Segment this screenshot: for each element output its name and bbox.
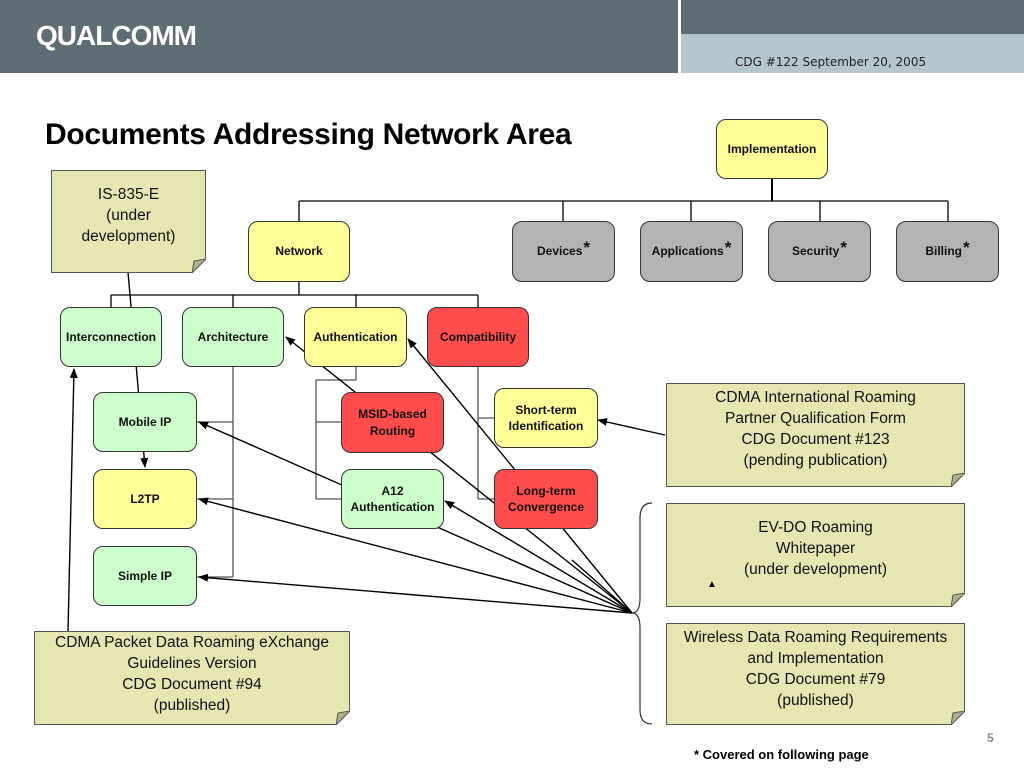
page-fold-icon — [951, 593, 965, 607]
node-simple-ip[interactable]: Simple IP — [93, 546, 197, 606]
node-network[interactable]: Network — [248, 221, 350, 282]
node-long-term-convergence[interactable]: Long-term Convergence — [494, 469, 598, 529]
page-fold-icon — [336, 711, 350, 725]
qualcomm-logo: QUALCOMM — [36, 20, 197, 51]
arrow-brace-to-l2tp — [198, 497, 633, 614]
node-interconnection[interactable]: Interconnection — [60, 307, 162, 367]
node-implementation[interactable]: Implementation — [716, 119, 828, 179]
note-cdg79[interactable]: Wireless Data Roaming Requirements and I… — [666, 623, 965, 725]
node-applications[interactable]: Applications* — [640, 221, 743, 282]
header-separator — [678, 0, 681, 73]
node-short-term-identification[interactable]: Short-term Identification — [494, 388, 598, 448]
curly-brace — [631, 502, 653, 725]
meeting-date: CDG #122 September 20, 2005 — [735, 55, 927, 69]
node-architecture[interactable]: Architecture — [182, 307, 284, 367]
slide-title: Documents Addressing Network Area — [45, 118, 572, 151]
node-mobile-ip[interactable]: Mobile IP — [93, 392, 197, 452]
node-msid-routing[interactable]: MSID-based Routing — [341, 392, 444, 453]
arrow-brace-to-long-term — [571, 559, 633, 614]
header-band-right-top — [681, 0, 1024, 34]
page-fold-icon — [951, 473, 965, 487]
arrow-brace-to-a12 — [444, 500, 633, 614]
arrow-cdg123-to-short-term — [597, 418, 666, 436]
page-fold-icon — [192, 259, 206, 273]
note-cdg94[interactable]: CDMA Packet Data Roaming eXchange Guidel… — [34, 631, 350, 725]
asterisk-icon: * — [840, 238, 847, 258]
node-compatibility[interactable]: Compatibility — [427, 307, 529, 367]
arrow-cdg94-to-interconnection — [67, 368, 78, 632]
asterisk-icon: * — [963, 238, 970, 258]
arrow-brace-to-architecture — [285, 336, 633, 614]
asterisk-icon: * — [583, 238, 590, 258]
node-authentication[interactable]: Authentication — [304, 307, 407, 367]
page-number: 5 — [987, 731, 994, 745]
triangle-marker-icon: ▲ — [707, 579, 717, 590]
header-band — [0, 0, 678, 73]
footnote: * Covered on following page — [694, 747, 869, 762]
node-devices[interactable]: Devices* — [512, 221, 615, 282]
note-cdg123[interactable]: CDMA International Roaming Partner Quali… — [666, 383, 965, 487]
node-security[interactable]: Security* — [768, 221, 871, 282]
page-fold-icon — [951, 711, 965, 725]
asterisk-icon: * — [724, 238, 732, 258]
node-a12-authentication[interactable]: A12 Authentication — [341, 469, 444, 529]
note-evdo[interactable]: EV-DO Roaming Whitepaper (under developm… — [666, 503, 965, 607]
tree-lines — [110, 178, 949, 578]
note-is835e[interactable]: IS-835-E (under development) — [51, 170, 206, 273]
node-l2tp[interactable]: L2TP — [93, 469, 197, 529]
node-billing[interactable]: Billing* — [896, 221, 999, 282]
arrow-brace-to-simple-ip — [198, 573, 633, 614]
header-band-right-bottom — [681, 34, 1024, 73]
